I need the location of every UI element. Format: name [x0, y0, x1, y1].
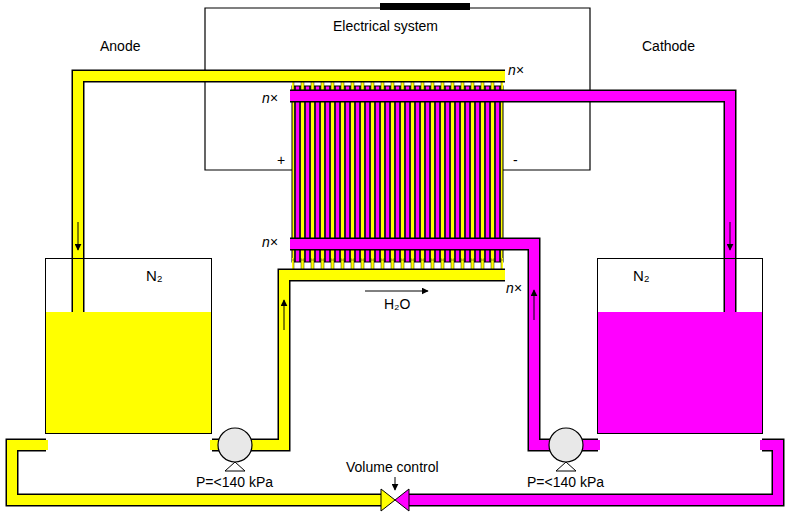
gas-label: N₂: [633, 267, 650, 285]
valve-half: [381, 489, 395, 511]
pipes: [12, 76, 778, 500]
control-arrow: [395, 477, 396, 490]
side-label: Anode: [100, 38, 140, 54]
pressure-label: P=<140 kPa: [196, 474, 273, 490]
cell-stack: [292, 86, 503, 262]
load-symbol: [380, 3, 470, 10]
terminal-sign: +: [277, 152, 285, 168]
flow-label: H₂O: [384, 296, 410, 312]
anolyte-fluid: [46, 312, 211, 433]
pump-stand: [225, 462, 245, 471]
system-title: Electrical system: [333, 18, 438, 34]
pump-symbol: [218, 428, 252, 462]
pump-stand: [556, 462, 576, 471]
terminal-sign: -: [513, 152, 518, 168]
cell-count: n×: [506, 280, 522, 296]
cell-count: n×: [262, 234, 278, 250]
cell-count: n×: [262, 90, 278, 106]
side-label: Cathode: [642, 38, 695, 54]
catholyte-fluid: [598, 312, 762, 433]
pump-symbol: [549, 428, 583, 462]
pressure-label: P=<140 kPa: [527, 474, 604, 490]
anolyte-tank: N₂: [45, 258, 212, 434]
valve-half: [395, 489, 409, 511]
gas-label: N₂: [146, 267, 163, 285]
catholyte-tank: N₂: [597, 258, 763, 434]
cell-count: n×: [508, 62, 524, 78]
pipe-outlines: [12, 76, 778, 500]
flow-arrows: [78, 222, 730, 330]
stack-teeth: [292, 258, 503, 270]
valve-label: Volume control: [346, 459, 439, 475]
